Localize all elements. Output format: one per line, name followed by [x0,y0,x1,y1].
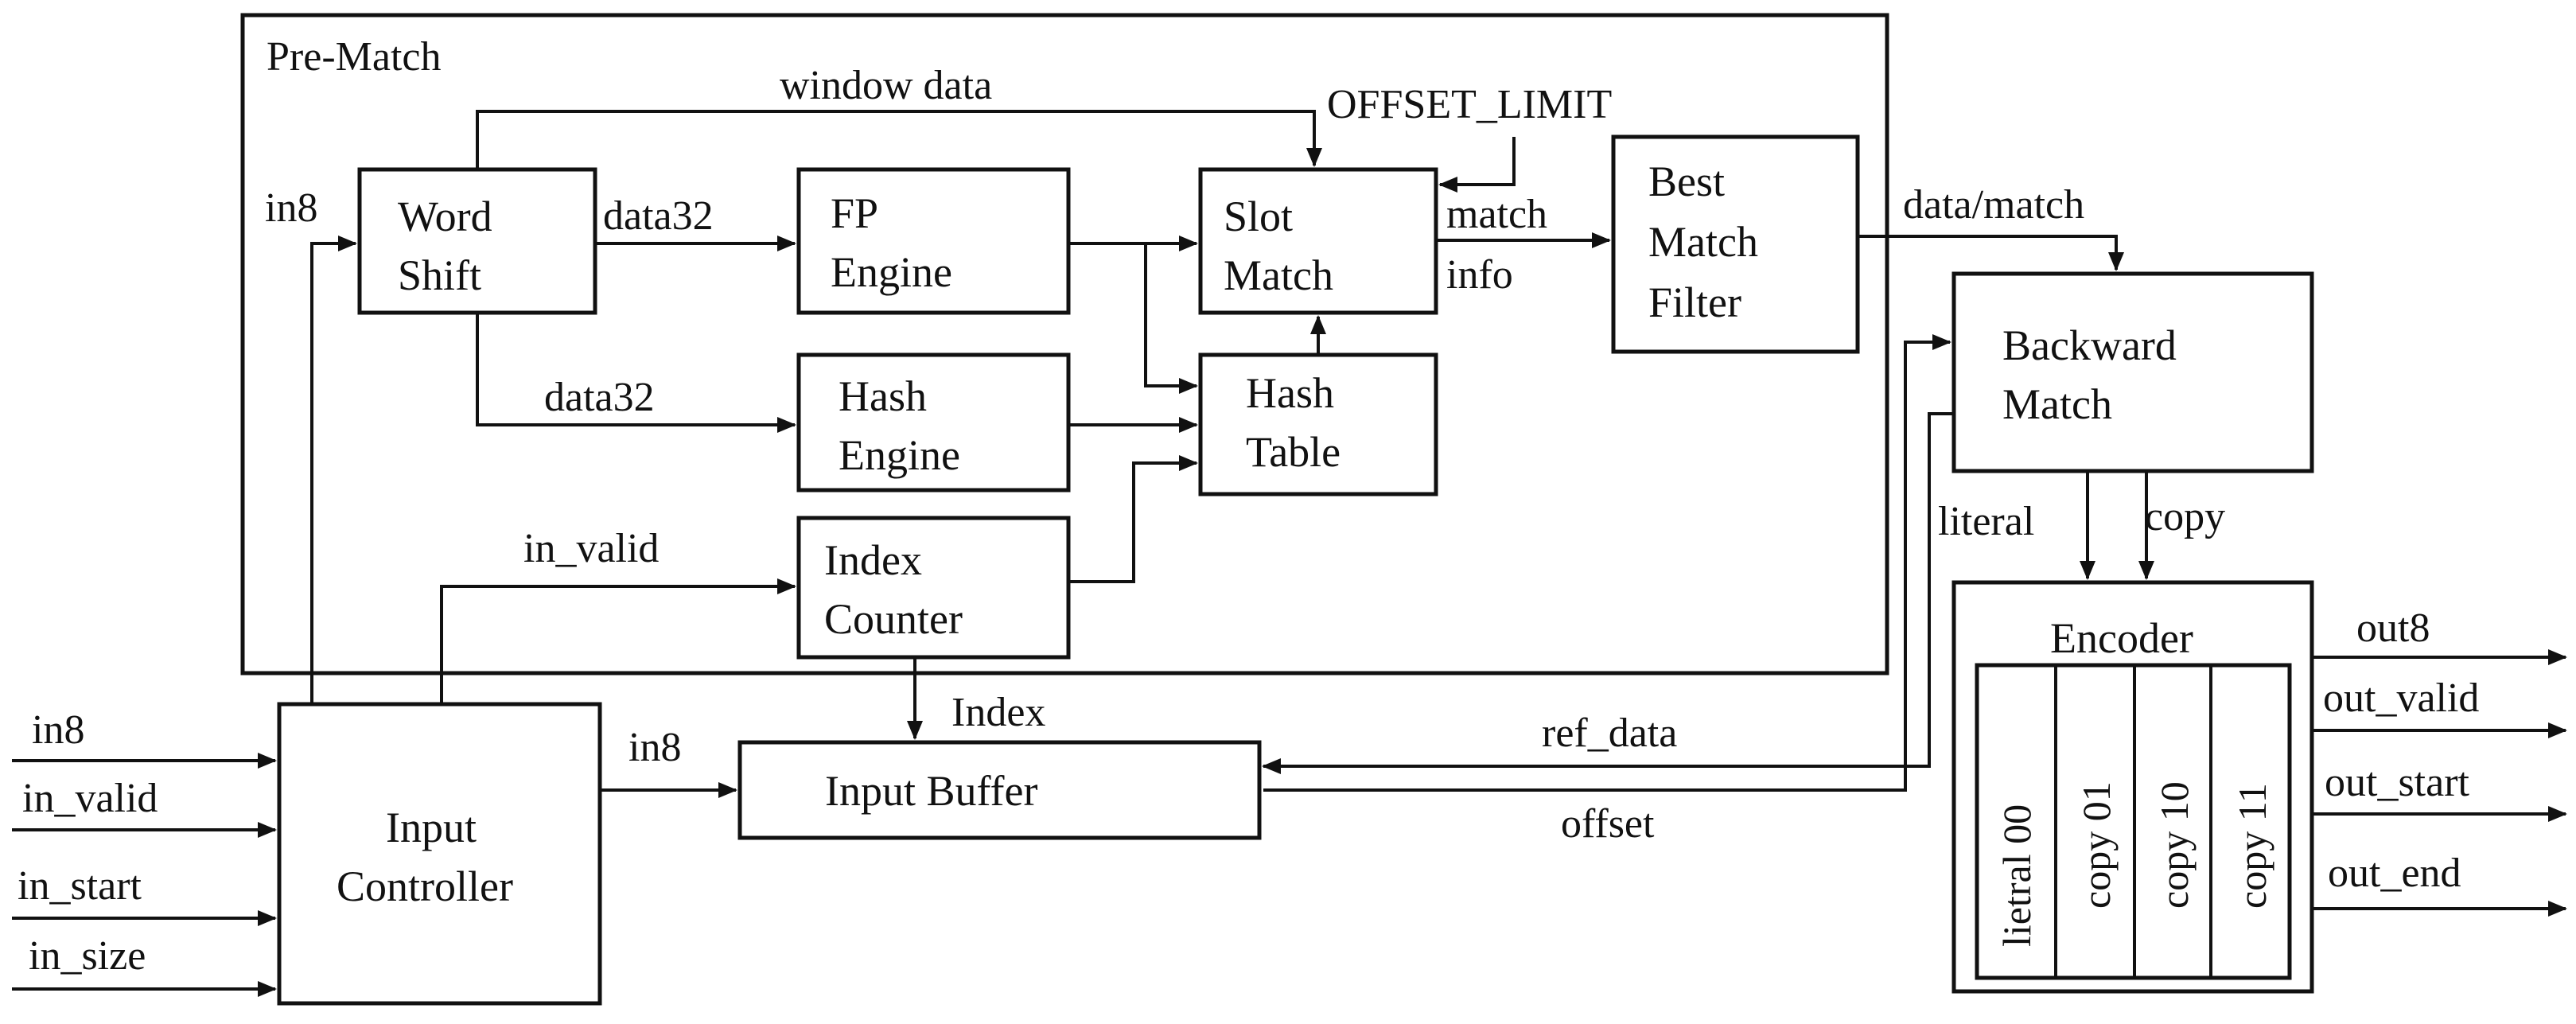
slot-match-label-2: Match [1224,251,1333,299]
backward-match-label-1: Backward [2002,321,2177,369]
output-out-start-label: out_start [2325,760,2470,805]
output-out8-label: out8 [2356,605,2430,651]
offset-label: offset [1561,801,1655,847]
backward-match-block: Backward Match [1951,271,2314,473]
in-valid-label: in_valid [523,526,659,571]
index-label: Index [951,690,1045,735]
input-buffer-label: Input Buffer [825,767,1037,815]
output-out-end-label: out_end [2328,851,2461,896]
window-data-label: window data [780,63,992,108]
slot-match-block: Slot Match [1198,167,1438,315]
copy-label: copy [2145,494,2225,539]
data-match-wire [1858,235,2124,271]
encoder-slot-copy-01: copy 01 [2074,781,2119,909]
offset-wire [1263,334,1951,792]
hash-engine-label-2: Engine [839,431,960,479]
index-counter-block: Index Counter [796,516,1071,660]
offset-limit-label: OFFSET_LIMIT [1327,82,1612,127]
index-counter-label-1: Index [824,536,922,584]
best-match-filter-label-1: Best [1648,158,1725,205]
best-match-filter-label-2: Match [1648,218,1758,266]
output-out-valid-label: out_valid [2323,676,2479,721]
hash-engine-label-1: Hash [839,372,927,420]
ref-data-label: ref_data [1542,711,1677,756]
data32-hash-wire [476,313,796,433]
match-info-label-2: info [1446,252,1513,298]
encoder-slot-literal-00: lietral 00 [1994,804,2039,947]
data-match-label: data/match [1903,182,2084,228]
hash-table-block: Hash Table [1198,352,1438,496]
encoder-slot-copy-10: copy 10 [2152,781,2197,909]
in-valid-to-index-wire [440,578,796,704]
input-controller-label-1: Input [386,804,477,851]
pre-match-region [240,13,1889,676]
fp-engine-block: FP Engine [796,167,1071,315]
fp-to-hash-table-wire [1144,243,1198,394]
index-counter-to-table-wire [1068,455,1198,583]
encoder-slot-copy-11: copy 11 [2230,783,2274,909]
best-match-filter-block: Best Match Filter [1611,134,1860,354]
word-shift-block: Word Shift [357,167,597,315]
in8-to-word-shift-wire [310,236,357,704]
input-in-valid-label: in_valid [22,776,158,821]
in8-buffer-label: in8 [628,725,681,770]
input-in8-label: in8 [32,707,84,753]
hash-engine-block: Hash Engine [796,352,1071,493]
pre-match-title: Pre-Match [267,34,441,80]
encoder-block: Encoder lietral 00 copy 01 copy 10 copy … [1951,580,2314,994]
word-shift-label-1: Word [398,193,492,240]
input-controller-block: Input Controller [277,702,602,1006]
word-shift-label-2: Shift [398,251,481,299]
best-match-filter-label-3: Filter [1648,278,1741,326]
hash-table-label-1: Hash [1246,369,1334,417]
slot-match-label-1: Slot [1224,193,1293,240]
index-counter-label-2: Counter [824,595,963,643]
data32-fp-label: data32 [603,193,714,239]
hash-table-label-2: Table [1246,428,1341,476]
input-controller-label-2: Controller [337,862,513,910]
input-in-start-label: in_start [18,863,142,909]
input-buffer-block: Input Buffer [737,740,1262,840]
input-in-size-label: in_size [29,933,146,979]
window-data-wire [476,110,1322,169]
data32-hash-label: data32 [544,375,655,420]
ref-data-wire [1262,412,1954,774]
match-info-label-1: match [1446,192,1547,237]
fp-engine-label-2: Engine [831,248,952,296]
backward-match-label-2: Match [2002,380,2112,428]
offset-limit-wire [1438,137,1516,193]
fp-engine-label-1: FP [831,189,878,237]
encoder-title: Encoder [2050,614,2193,662]
literal-label: literal [1938,499,2034,544]
in8-word-shift-label: in8 [265,185,317,231]
